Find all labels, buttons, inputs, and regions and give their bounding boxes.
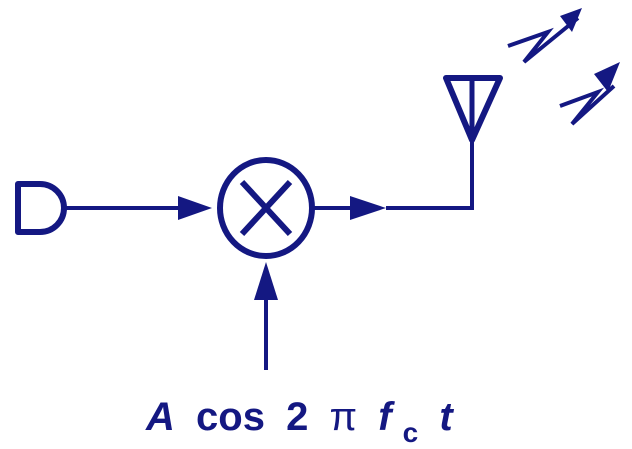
- input-arrowhead: [178, 196, 212, 220]
- radiation-arrow-icon: [559, 62, 620, 126]
- output-arrowhead: [350, 196, 386, 220]
- mixer-icon: [217, 157, 315, 259]
- antenna-feed-line: [386, 140, 474, 210]
- antenna-icon: [443, 75, 503, 143]
- carrier-label: A cos 2 π f c t: [145, 395, 454, 449]
- radiation-arrow-icon: [507, 8, 582, 64]
- signal-source-icon: [15, 181, 67, 235]
- carrier-arrowhead: [254, 262, 278, 300]
